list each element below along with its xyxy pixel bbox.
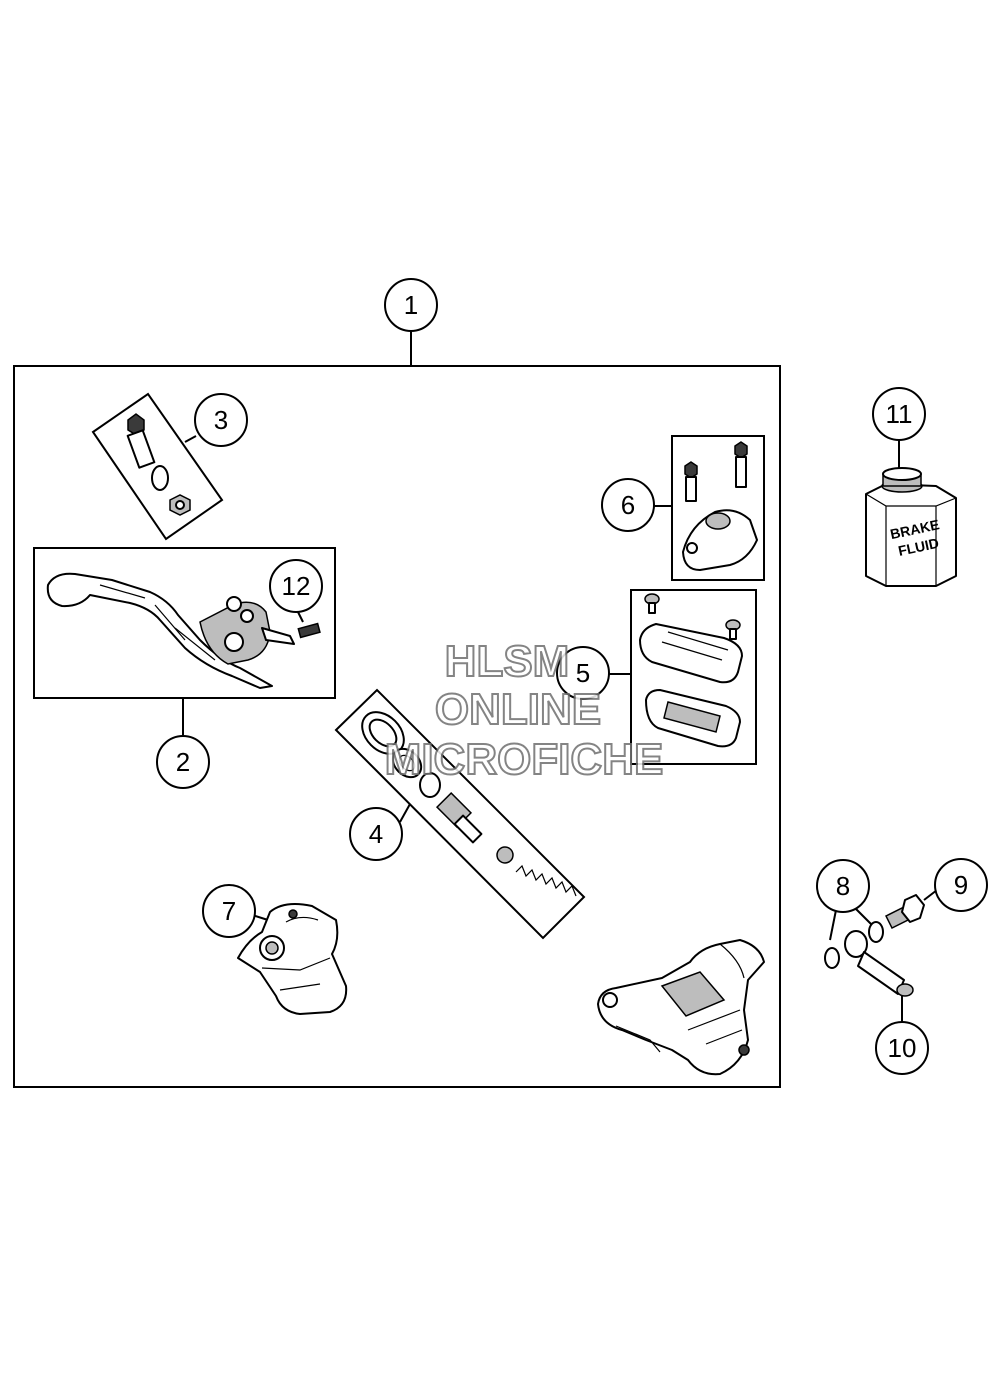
callout-7: 7 (202, 884, 256, 938)
callout-11: 11 (872, 387, 926, 441)
callout-1-label: 1 (404, 290, 418, 320)
retaining-ring (391, 747, 423, 779)
callout-2: 2 (156, 735, 210, 789)
washer (419, 772, 441, 798)
cover-screw-right (725, 619, 741, 640)
spring-seat (496, 846, 514, 864)
callout-9-label: 9 (954, 870, 968, 900)
callout-5-label: 5 (576, 658, 590, 688)
callout-12-label: 12 (282, 571, 311, 601)
brake-fluid-bottle: BRAKE FLUID (865, 440, 957, 587)
banjo-bolt (884, 894, 925, 930)
clamp-bolt-left (684, 461, 698, 502)
callout-8-label: 8 (836, 871, 850, 901)
part-group-3 (91, 392, 224, 541)
callout-2-label: 2 (176, 747, 190, 777)
callout-10: 10 (875, 1021, 929, 1075)
sealing-ring-left (824, 947, 840, 969)
watermark-line2: ONLINE (435, 685, 601, 734)
callout-4-label: 4 (369, 819, 383, 849)
watermark-line1: HLSM (445, 637, 570, 686)
callout-3: 3 (194, 393, 248, 447)
hand-lever (46, 572, 295, 689)
callout-6-label: 6 (621, 490, 635, 520)
callout-6: 6 (601, 478, 655, 532)
clamp-bolt-right (734, 441, 748, 488)
lever-bolt (126, 413, 156, 469)
banjo-fitting (844, 930, 914, 997)
callout-10-label: 10 (888, 1033, 917, 1063)
watermark: HLSM ONLINE MICROFICHE (384, 636, 665, 785)
handlebar-clamp (682, 509, 758, 571)
callout-1: 1 (384, 278, 438, 332)
callout-5: 5 (556, 646, 610, 700)
part-group-2 (33, 547, 336, 735)
callout-8: 8 (816, 859, 870, 913)
reservoir-cover (639, 623, 743, 684)
dust-boot (361, 711, 405, 755)
adjuster-pin (297, 622, 321, 639)
reservoir-diaphragm (645, 689, 741, 748)
sealing-ring-right (868, 921, 884, 943)
banjo-assembly (824, 889, 938, 1024)
cover-screw-left (644, 593, 660, 614)
part-group-4 (334, 688, 586, 940)
callout-9: 9 (934, 858, 988, 912)
lever-nut (169, 494, 191, 516)
callout-3-label: 3 (214, 405, 228, 435)
watermark-line3: MICROFICHE (385, 735, 664, 784)
part-group-5 (608, 589, 757, 765)
lever-sleeve (151, 465, 169, 491)
part-7 (237, 903, 348, 1015)
return-spring (515, 864, 577, 897)
callout-7-label: 7 (222, 896, 236, 926)
assembly-frame (13, 365, 781, 1088)
callout-4: 4 (349, 807, 403, 861)
master-cylinder-body (597, 939, 765, 1076)
piston (435, 791, 483, 844)
part-group-6 (654, 435, 765, 581)
callout-11-label: 11 (886, 399, 913, 429)
callout-12: 12 (269, 559, 323, 613)
